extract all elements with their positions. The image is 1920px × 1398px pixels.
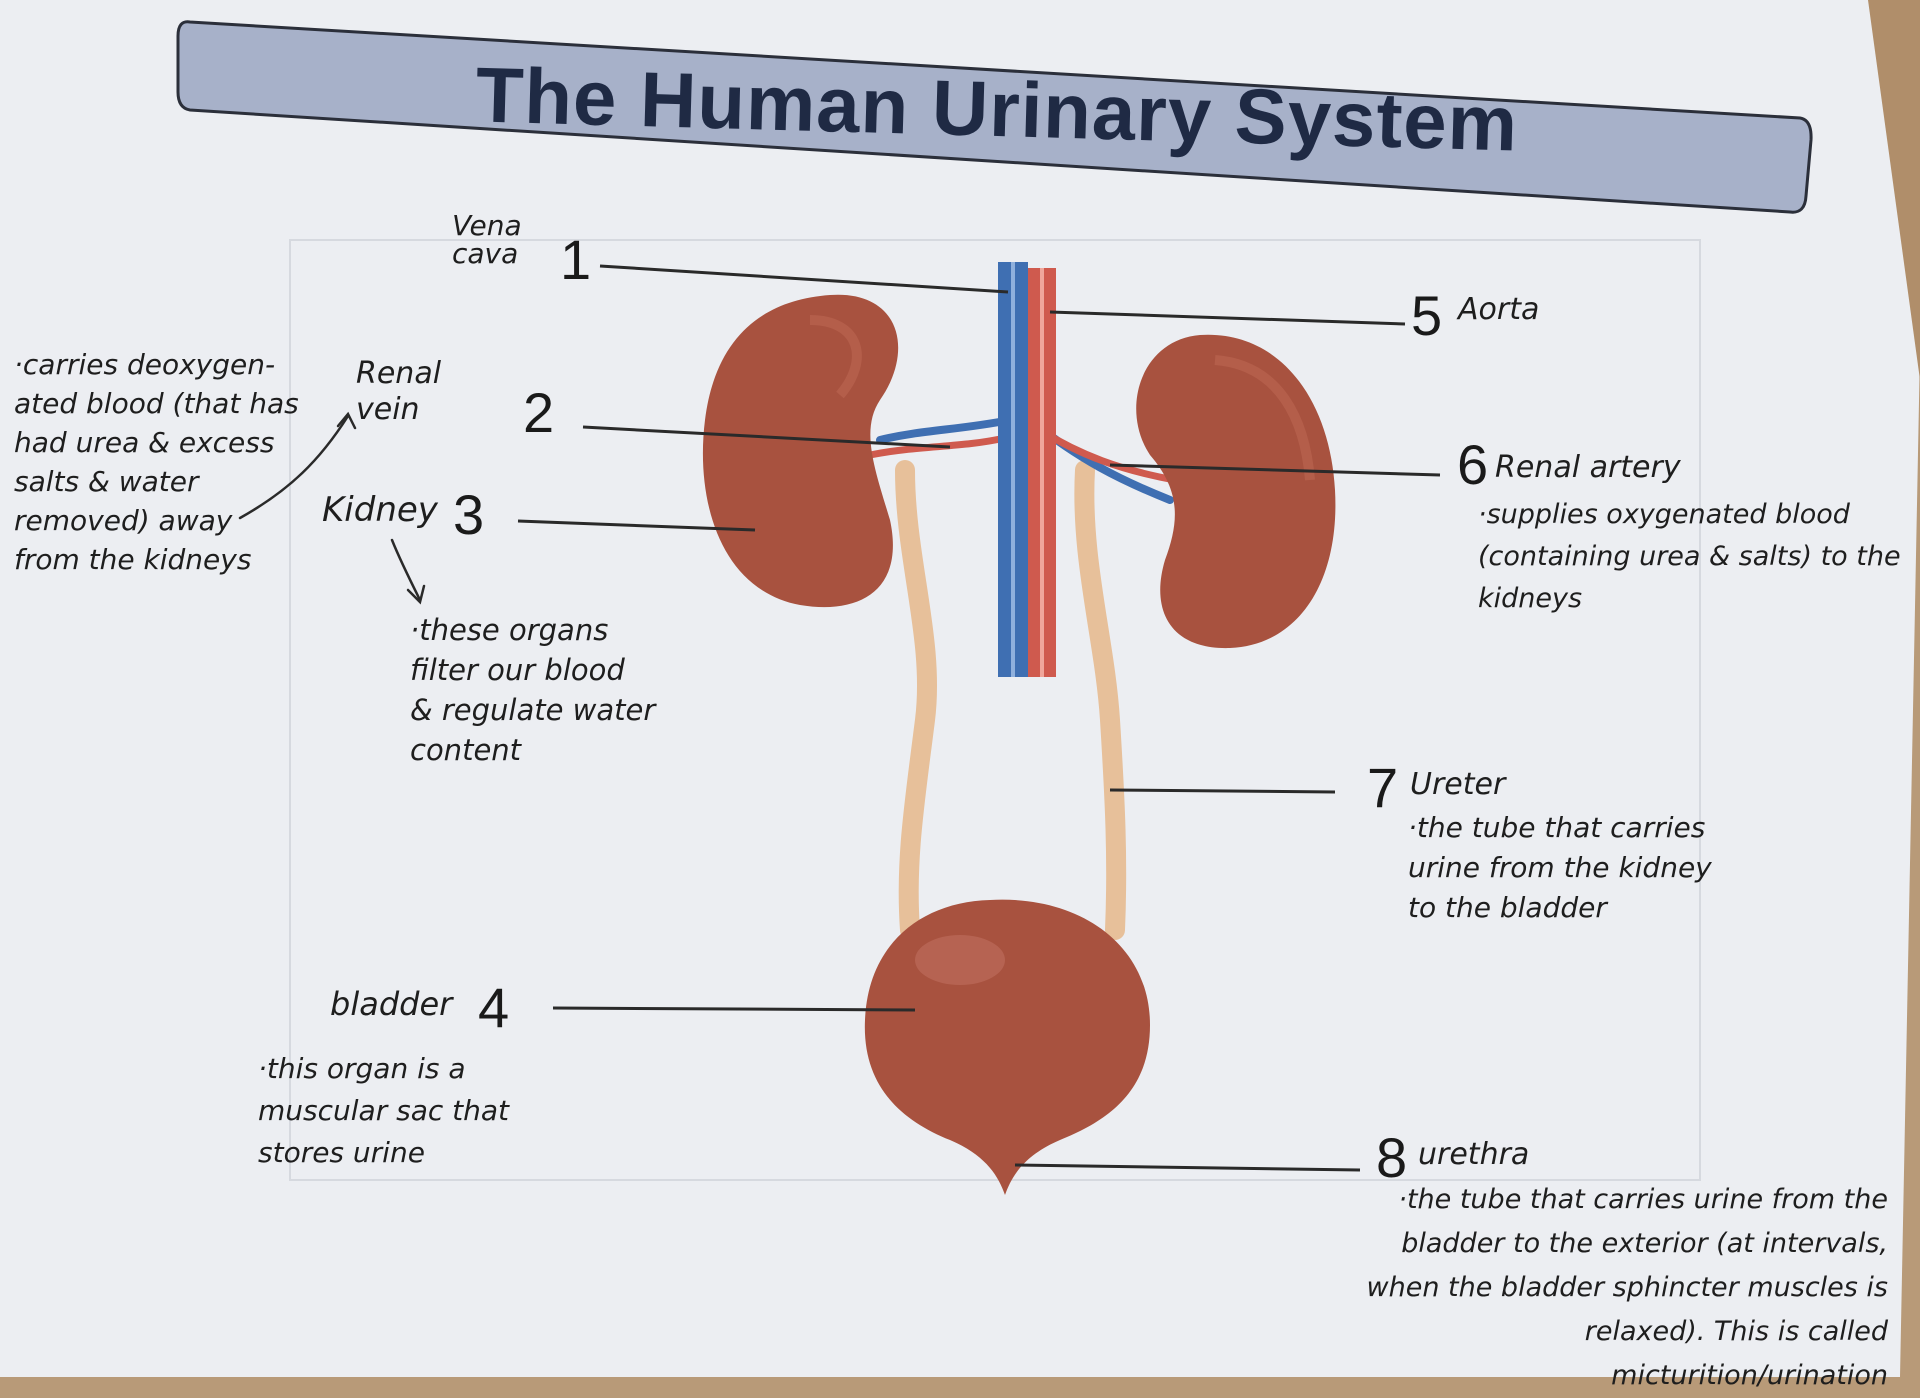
- label-aorta: Aorta: [1458, 290, 1539, 330]
- label-number-4: 4: [478, 980, 509, 1036]
- page-title: The Human Urinary System: [178, 0, 1817, 227]
- label-renal-vein: Renal vein: [356, 356, 441, 428]
- aorta-vessel: [1028, 268, 1056, 677]
- label-ureter: Ureter: [1410, 765, 1505, 805]
- title-banner: The Human Urinary System: [180, 14, 1814, 204]
- note-ureter: ·the tube that carries urine from the ki…: [1408, 808, 1712, 928]
- label-number-6: 6: [1457, 437, 1488, 493]
- vena-cava-vessel: [998, 262, 1028, 677]
- label-bladder: bladder: [330, 984, 452, 1024]
- label-number-3: 3: [453, 487, 484, 543]
- label-vena-cava: Vena cava: [452, 212, 522, 268]
- label-number-7: 7: [1367, 760, 1398, 816]
- note-renal-vein: ·carries deoxygen- ated blood (that has …: [14, 345, 299, 579]
- label-kidney: Kidney: [322, 490, 438, 530]
- note-urethra: ·the tube that carries urine from the bl…: [1328, 1178, 1888, 1398]
- label-number-1: 1: [560, 232, 591, 288]
- label-number-2: 2: [523, 385, 554, 441]
- label-urethra: urethra: [1418, 1135, 1529, 1175]
- note-renal-artery: ·supplies oxygenated blood (containing u…: [1478, 494, 1901, 620]
- label-renal-artery: Renal artery: [1495, 448, 1681, 488]
- label-number-5: 5: [1411, 288, 1442, 344]
- note-kidney: ·these organs filter our blood & regulat…: [410, 610, 655, 770]
- note-bladder: ·this organ is a muscular sac that store…: [258, 1048, 509, 1174]
